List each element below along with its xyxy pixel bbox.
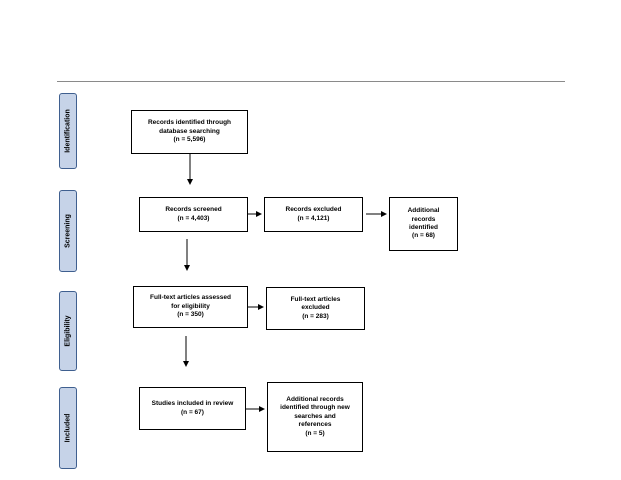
box-records-screened-text: Records screened (n = 4,403) (165, 206, 222, 222)
box-fulltext-excluded-text: Full-text articles excluded (n = 283) (290, 295, 341, 320)
stage-eligibility-label: Eligibility (64, 315, 72, 347)
box-studies-included: Studies included in review (n = 67) (139, 387, 246, 430)
box-records-identified-text: Records identified through database sear… (147, 119, 232, 144)
stage-included-label: Included (64, 413, 72, 443)
box-fulltext-assessed-text: Full-text articles assessed for eligibil… (150, 294, 231, 319)
stage-included: Included (59, 387, 77, 469)
box-additional-records: Additional records identified (n = 68) (389, 197, 458, 251)
box-records-screened: Records screened (n = 4,403) (139, 197, 248, 232)
box-fulltext-excluded: Full-text articles excluded (n = 283) (266, 287, 365, 330)
stage-identification-label: Identification (64, 109, 72, 153)
box-additional-records-text: Additional records identified (n = 68) (407, 207, 440, 240)
box-records-excluded-text: Records excluded (n = 4,121) (285, 206, 342, 222)
box-additional-new-searches: Additional records identified through ne… (267, 382, 363, 452)
stage-screening-label: Screening (64, 214, 72, 248)
box-studies-included-text: Studies included in review (n = 67) (151, 400, 234, 416)
top-divider-line (57, 81, 565, 82)
box-records-excluded: Records excluded (n = 4,121) (264, 197, 363, 232)
box-fulltext-assessed: Full-text articles assessed for eligibil… (133, 286, 248, 328)
stage-screening: Screening (59, 190, 77, 272)
box-additional-new-searches-text: Additional records identified through ne… (280, 395, 350, 437)
stage-eligibility: Eligibility (59, 291, 77, 371)
box-records-identified: Records identified through database sear… (131, 110, 248, 154)
stage-identification: Identification (59, 93, 77, 169)
